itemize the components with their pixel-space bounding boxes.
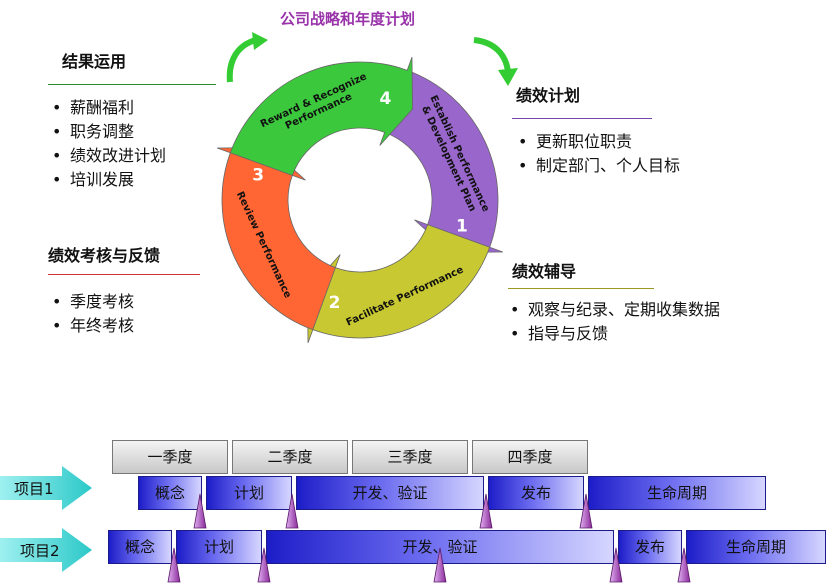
cycle-segment <box>307 224 491 343</box>
phase-bar: 开发、验证 <box>296 476 484 510</box>
results-title: 结果运用 <box>62 52 127 71</box>
divider <box>48 84 216 85</box>
cycle-step-number: 2 <box>329 293 341 313</box>
project-arrow-icon <box>0 528 92 572</box>
review-list: 季度考核 年终考核 <box>52 290 134 338</box>
project-label: 项目1 <box>14 480 54 498</box>
list-item: 指导与反馈 <box>510 322 720 346</box>
list-item: 年终考核 <box>52 314 134 338</box>
divider <box>48 274 200 275</box>
quarter-header: 四季度 <box>472 440 588 474</box>
cycle-step-number: 4 <box>379 89 391 109</box>
divider <box>508 288 654 289</box>
project-arrow-icon <box>0 466 92 510</box>
list-item: 观察与纪录、定期收集数据 <box>510 298 720 322</box>
plan-title: 绩效计划 <box>516 86 581 105</box>
list-item: 职务调整 <box>52 120 166 144</box>
cycle-segment <box>217 147 336 331</box>
list-item: 培训发展 <box>52 168 166 192</box>
list-item: 季度考核 <box>52 290 134 314</box>
cycle-segment <box>229 57 413 176</box>
list-item: 制定部门、个人目标 <box>518 154 680 178</box>
quarter-header: 二季度 <box>232 440 348 474</box>
phase-bar: 计划 <box>176 530 262 564</box>
divider <box>512 118 652 119</box>
curved-arrow-icon <box>226 32 268 83</box>
coaching-title: 绩效辅导 <box>512 262 577 281</box>
coaching-list: 观察与纪录、定期收集数据 指导与反馈 <box>510 298 720 346</box>
quarter-header: 一季度 <box>112 440 228 474</box>
list-item: 薪酬福利 <box>52 96 166 120</box>
results-list: 薪酬福利 职务调整 绩效改进计划 培训发展 <box>52 96 166 192</box>
phase-bar: 生命周期 <box>686 530 826 564</box>
list-item: 绩效改进计划 <box>52 144 166 168</box>
review-title: 绩效考核与反馈 <box>48 246 161 265</box>
cycle-step-number: 1 <box>456 216 468 236</box>
cycle-title: 公司战略和年度计划 <box>280 10 416 28</box>
plan-list: 更新职位职责 制定部门、个人目标 <box>518 130 680 178</box>
phase-bar: 概念 <box>108 530 172 564</box>
phase-bar: 概念 <box>138 476 202 510</box>
phase-bar: 计划 <box>206 476 292 510</box>
phase-bar: 开发、验证 <box>266 530 614 564</box>
phase-bar: 发布 <box>618 530 682 564</box>
curved-arrow-icon <box>473 37 518 86</box>
cycle-step-number: 3 <box>252 166 264 186</box>
phase-bar: 生命周期 <box>588 476 766 510</box>
quarter-header: 三季度 <box>352 440 468 474</box>
list-item: 更新职位职责 <box>518 130 680 154</box>
phase-bar: 发布 <box>488 476 584 510</box>
project-label: 项目2 <box>20 542 60 560</box>
